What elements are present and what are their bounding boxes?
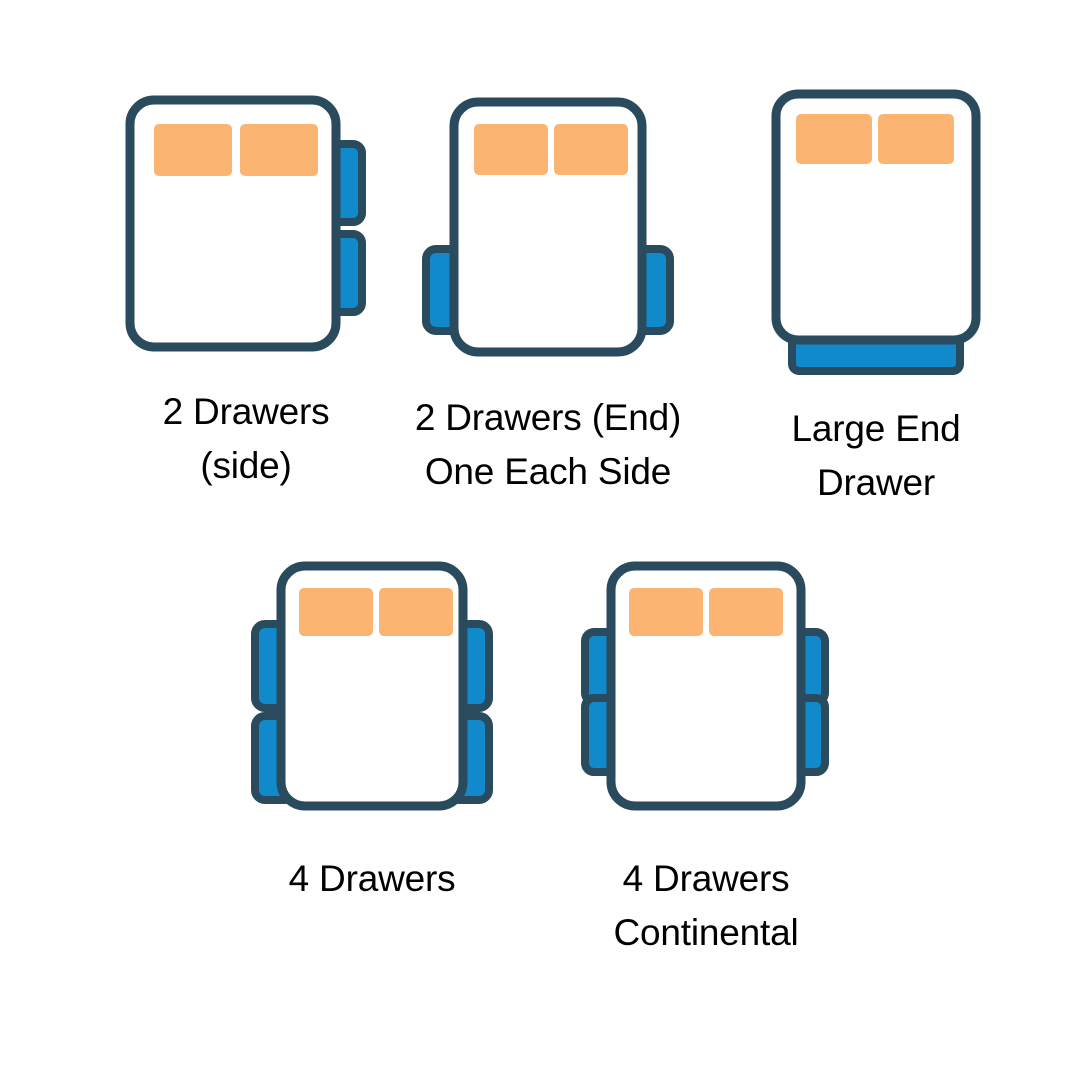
bed-option-label: Large End Drawer: [791, 408, 961, 503]
bed-four-drawers-icon: [241, 552, 503, 820]
bed-option-label: 2 Drawers (side): [162, 391, 330, 486]
bed-option-label: 4 Drawers Continental: [613, 858, 799, 953]
bed-two-end-drawers-icon: [412, 86, 684, 371]
pillow-left: [629, 588, 703, 636]
pillow-left: [154, 124, 232, 176]
pillow-right: [554, 124, 628, 175]
bed-large-end-drawer-icon: [756, 80, 996, 380]
bed-option-4-drawers[interactable]: 4 Drawers: [228, 552, 516, 906]
bed-option-label: 2 Drawers (End) One Each Side: [414, 397, 682, 492]
bed-option-label: 4 Drawers: [288, 858, 456, 899]
bed-two-side-drawers-icon: [116, 86, 376, 361]
bed-option-4-drawers-continental[interactable]: 4 Drawers Continental: [560, 552, 852, 959]
pillow-right: [709, 588, 783, 636]
bed-option-2-drawers-end[interactable]: 2 Drawers (End) One Each Side: [392, 86, 704, 498]
pillow-left: [474, 124, 548, 175]
pillow-left: [299, 588, 373, 636]
bed-option-2-drawers-side[interactable]: 2 Drawers (side): [96, 86, 396, 492]
pillow-right: [240, 124, 318, 176]
pillow-right: [878, 114, 954, 164]
bed-four-drawers-continental-icon: [571, 552, 841, 820]
bed-option-large-end-drawer[interactable]: Large End Drawer: [736, 80, 1016, 509]
pillow-left: [796, 114, 872, 164]
pillow-right: [379, 588, 453, 636]
